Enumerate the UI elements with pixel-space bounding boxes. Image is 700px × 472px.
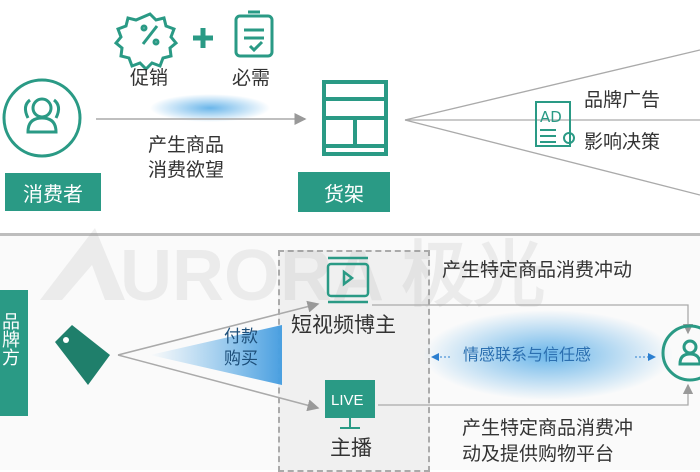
video-play-icon [326,256,370,304]
payment-wedge [150,325,282,385]
watermark-logo: URORA 极光 [40,228,545,316]
price-tag-icon [55,325,110,385]
desire-text-2: 消费欲望 [148,159,225,181]
trust-text: 情感联系与信任感 [463,345,592,364]
shelf-label: 货架 [298,172,390,212]
shelf-icon [322,80,388,156]
glow [150,94,270,122]
ad-icon: AD [535,101,575,147]
platform-text-1: 产生特定商品消费冲 [462,417,634,439]
promo-label: 促销 [130,67,169,89]
blogger-label: 短视频博主 [291,313,396,337]
brand-label-text: 品牌方 [0,312,20,366]
desire-text-1: 产生商品 [148,134,225,156]
svg-text:LIVE: LIVE [331,392,364,409]
platform-text-2: 动及提供购物平台 [462,443,615,465]
percent-badge-icon [113,12,179,72]
clipboard-check-icon [234,10,274,58]
anchor-label: 主播 [330,436,372,460]
live-tv-icon: LIVE [325,380,375,429]
dashed-group [278,250,430,472]
influence-text: 影响决策 [584,131,661,153]
brand-ad-text: 品牌广告 [584,89,661,111]
brand-label: 品牌方 [0,290,28,416]
consumer-label: 消费者 [5,173,101,211]
users-icon [2,78,82,158]
payment-text-1: 付款 [224,327,258,347]
impulse-text: 产生特定商品消费冲动 [442,259,633,281]
necessity-label: 必需 [232,67,271,89]
plus-icon [193,28,213,48]
svg-text:AD: AD [540,108,562,126]
payment-text-2: 购买 [224,349,258,369]
